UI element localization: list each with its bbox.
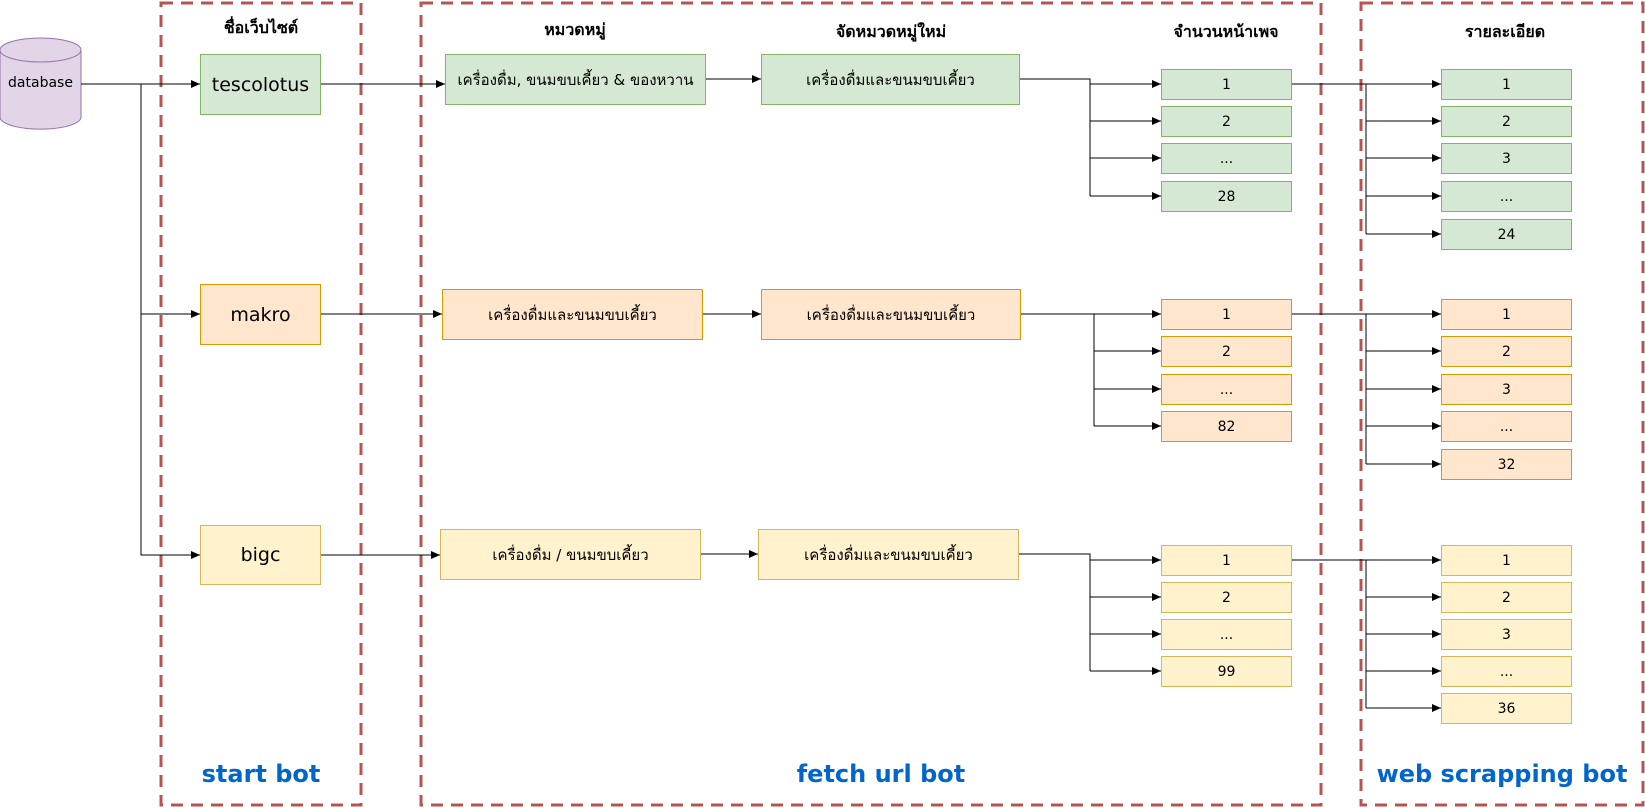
header-regroup: จัดหมวดหมู่ใหม่ <box>835 22 947 41</box>
page-box: 99 <box>1161 656 1292 687</box>
page-box: 1 <box>1161 69 1292 100</box>
regroup-box: เครื่องดื่มและขนมขบเคี้ยว <box>758 529 1019 580</box>
header-site-name: ชื่อเว็บไซต์ <box>223 18 299 37</box>
page-box: 82 <box>1161 411 1292 442</box>
fetch-url-bot-group <box>419 1 1323 807</box>
page-box: ... <box>1161 374 1292 405</box>
detail-box: 36 <box>1441 693 1572 724</box>
database-label: database <box>8 75 73 91</box>
web-scrapping-bot-group <box>1359 1 1645 807</box>
detail-box: 1 <box>1441 69 1572 100</box>
detail-box: 2 <box>1441 106 1572 137</box>
detail-box: 24 <box>1441 219 1572 250</box>
page-box: 1 <box>1161 545 1292 576</box>
connectors <box>81 75 1441 712</box>
page-box: 2 <box>1161 106 1292 137</box>
page-box: 28 <box>1161 181 1292 212</box>
regroup-box: เครื่องดื่มและขนมขบเคี้ยว <box>761 54 1020 105</box>
category-box: เครื่องดื่ม, ขนมขบเคี้ยว & ของหวาน <box>445 54 706 105</box>
detail-box: ... <box>1441 181 1572 212</box>
page-box: 2 <box>1161 336 1292 367</box>
header-page-count: จำนวนหน้าเพจ <box>1173 22 1279 41</box>
detail-box: 1 <box>1441 545 1572 576</box>
detail-box: ... <box>1441 656 1572 687</box>
detail-box: 3 <box>1441 374 1572 405</box>
site-tescolotus: tescolotus <box>200 54 321 115</box>
header-detail: รายละเอียด <box>1464 22 1546 41</box>
detail-box: 3 <box>1441 143 1572 174</box>
page-box: ... <box>1161 143 1292 174</box>
detail-box: 2 <box>1441 336 1572 367</box>
detail-box: ... <box>1441 411 1572 442</box>
fetch-url-bot-label: fetch url bot <box>796 760 966 788</box>
web-scrapping-bot-label: web scrapping bot <box>1376 760 1628 788</box>
page-box: 1 <box>1161 299 1292 330</box>
regroup-box: เครื่องดื่มและขนมขบเคี้ยว <box>761 289 1021 340</box>
detail-box: 3 <box>1441 619 1572 650</box>
site-makro: makro <box>200 284 321 345</box>
start-bot-group <box>159 1 363 807</box>
detail-box: 2 <box>1441 582 1572 613</box>
page-box: 2 <box>1161 582 1292 613</box>
start-bot-label: start bot <box>201 760 321 788</box>
database-icon <box>0 37 82 130</box>
category-box: เครื่องดื่ม / ขนมขบเคี้ยว <box>440 529 701 580</box>
page-box: ... <box>1161 619 1292 650</box>
detail-box: 32 <box>1441 449 1572 480</box>
category-box: เครื่องดื่มและขนมขบเคี้ยว <box>442 289 703 340</box>
header-category: หมวดหมู่ <box>544 20 606 39</box>
detail-box: 1 <box>1441 299 1572 330</box>
site-bigc: bigc <box>200 525 321 585</box>
